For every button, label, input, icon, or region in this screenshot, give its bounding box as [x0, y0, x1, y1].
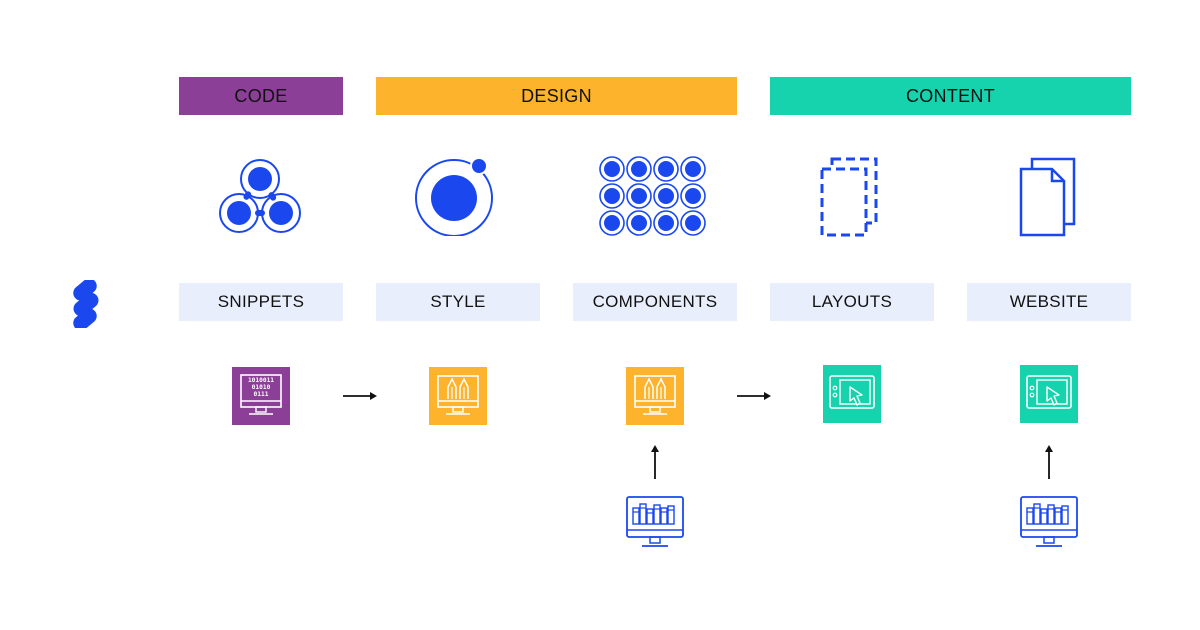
category-label: CODE [234, 85, 288, 106]
binary-text: 01010 [252, 384, 271, 391]
arrow-right-icon [736, 389, 772, 401]
stage-layouts: LAYOUTS [770, 283, 934, 321]
stage-label: STYLE [430, 292, 486, 311]
arrow-up-icon [1043, 444, 1055, 480]
orbit-icon [414, 156, 494, 237]
binary-monitor-icon: 1010011 01010 0111 [232, 367, 290, 425]
design-monitor-icon [626, 367, 684, 425]
stage-website: WEBSITE [967, 283, 1131, 321]
stage-label: LAYOUTS [811, 292, 893, 311]
grid-dots-icon [598, 156, 708, 238]
category-label: CONTENT [905, 85, 996, 106]
tablet-touch-icon [1020, 365, 1078, 423]
category-design: DESIGN [376, 77, 737, 115]
category-label: DESIGN [521, 85, 592, 106]
stage-label: WEBSITE [1009, 292, 1089, 311]
stage-components: COMPONENTS [573, 283, 737, 321]
arrow-right-icon [342, 389, 378, 401]
category-code: CODE [179, 77, 343, 115]
tablet-touch-icon [823, 365, 881, 423]
library-monitor-icon [624, 494, 686, 552]
documents-icon [1016, 156, 1080, 238]
stage-snippets: SNIPPETS [179, 283, 343, 321]
arrow-up-icon [649, 444, 661, 480]
dashed-pages-icon [818, 156, 882, 238]
molecule-icon [215, 153, 305, 239]
brand-logo-icon [68, 278, 104, 331]
design-monitor-icon [429, 367, 487, 425]
stage-label: SNIPPETS [217, 292, 305, 311]
stage-label: COMPONENTS [592, 292, 718, 311]
binary-text: 0111 [254, 391, 269, 398]
library-monitor-icon [1018, 494, 1080, 552]
stage-style: STYLE [376, 283, 540, 321]
binary-text: 1010011 [248, 377, 274, 384]
category-content: CONTENT [770, 77, 1131, 115]
